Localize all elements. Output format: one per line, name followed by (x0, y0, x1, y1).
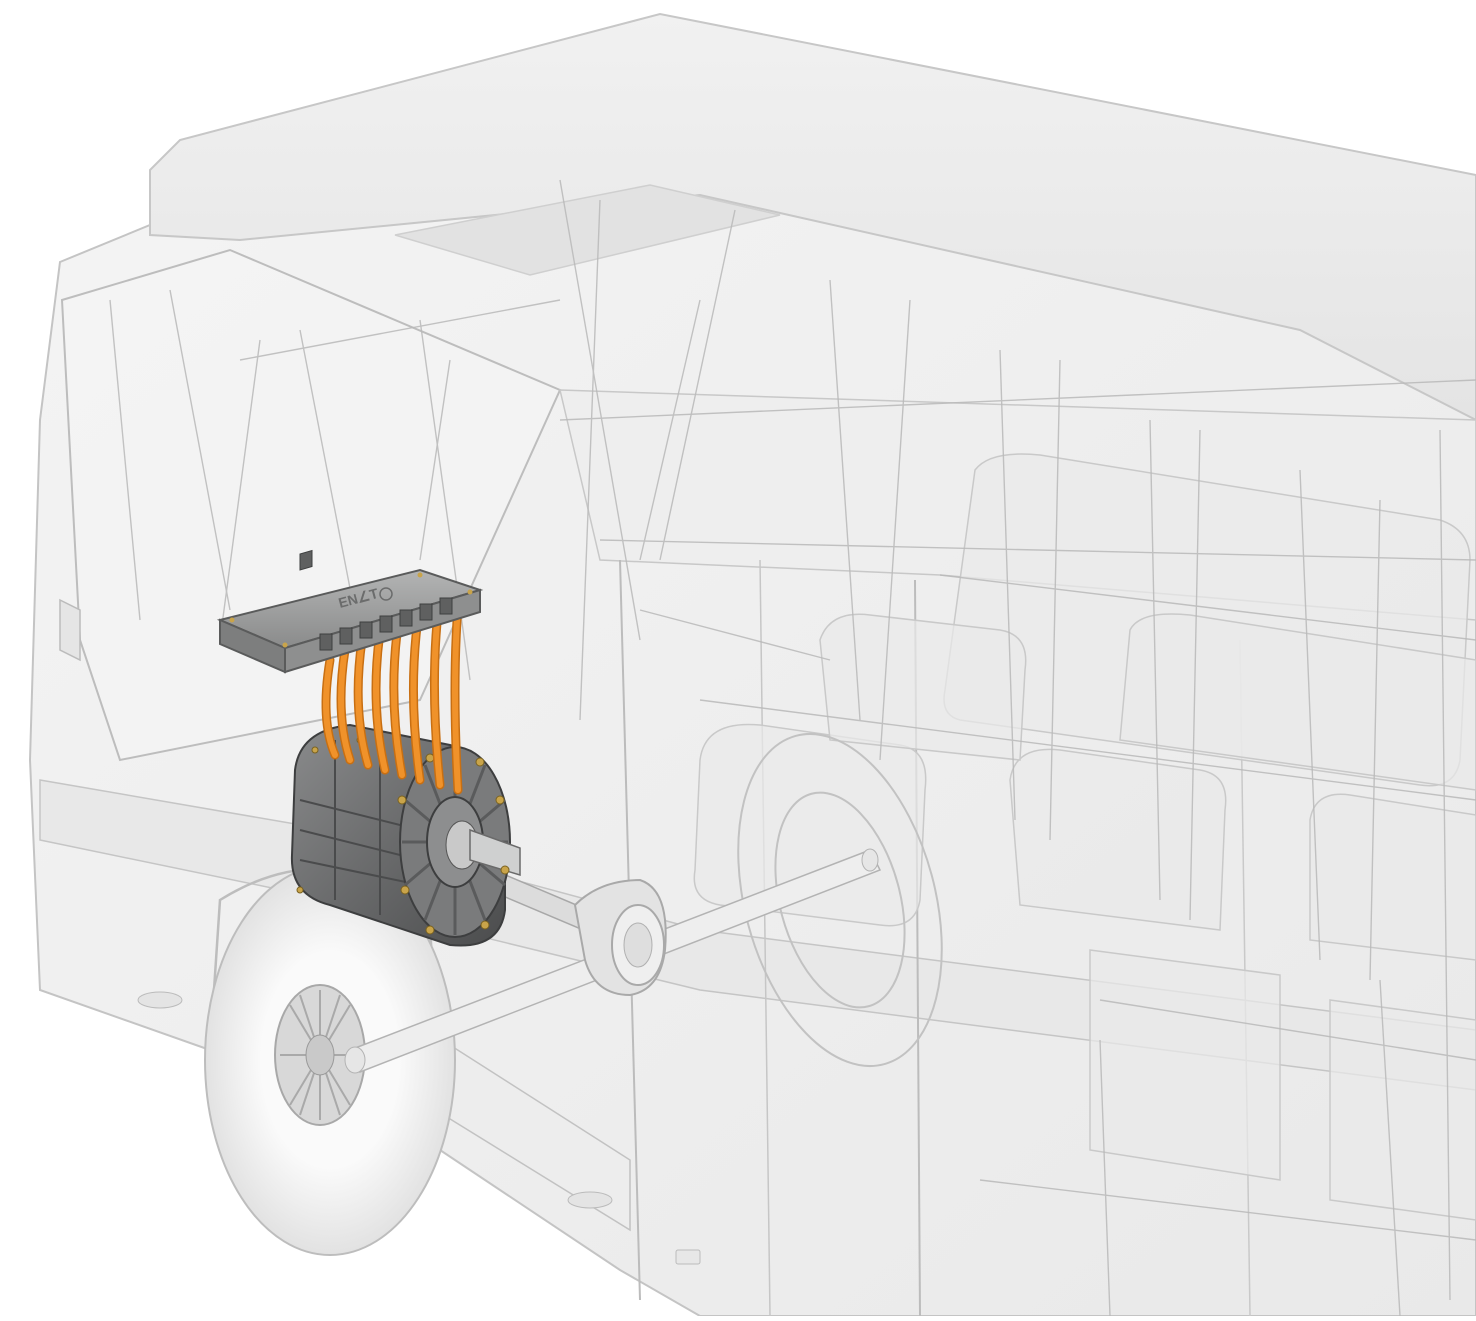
ghost-seats (693, 453, 1476, 1221)
ghost-structure-lines (109, 179, 1476, 1317)
hv-cables (321, 601, 463, 795)
inverter-unit: EN∠T (216, 549, 484, 674)
rear-wheel-ghost (737, 732, 943, 1068)
front-wheel (204, 864, 456, 1256)
differential (573, 878, 667, 997)
bus-roof (149, 12, 1476, 422)
